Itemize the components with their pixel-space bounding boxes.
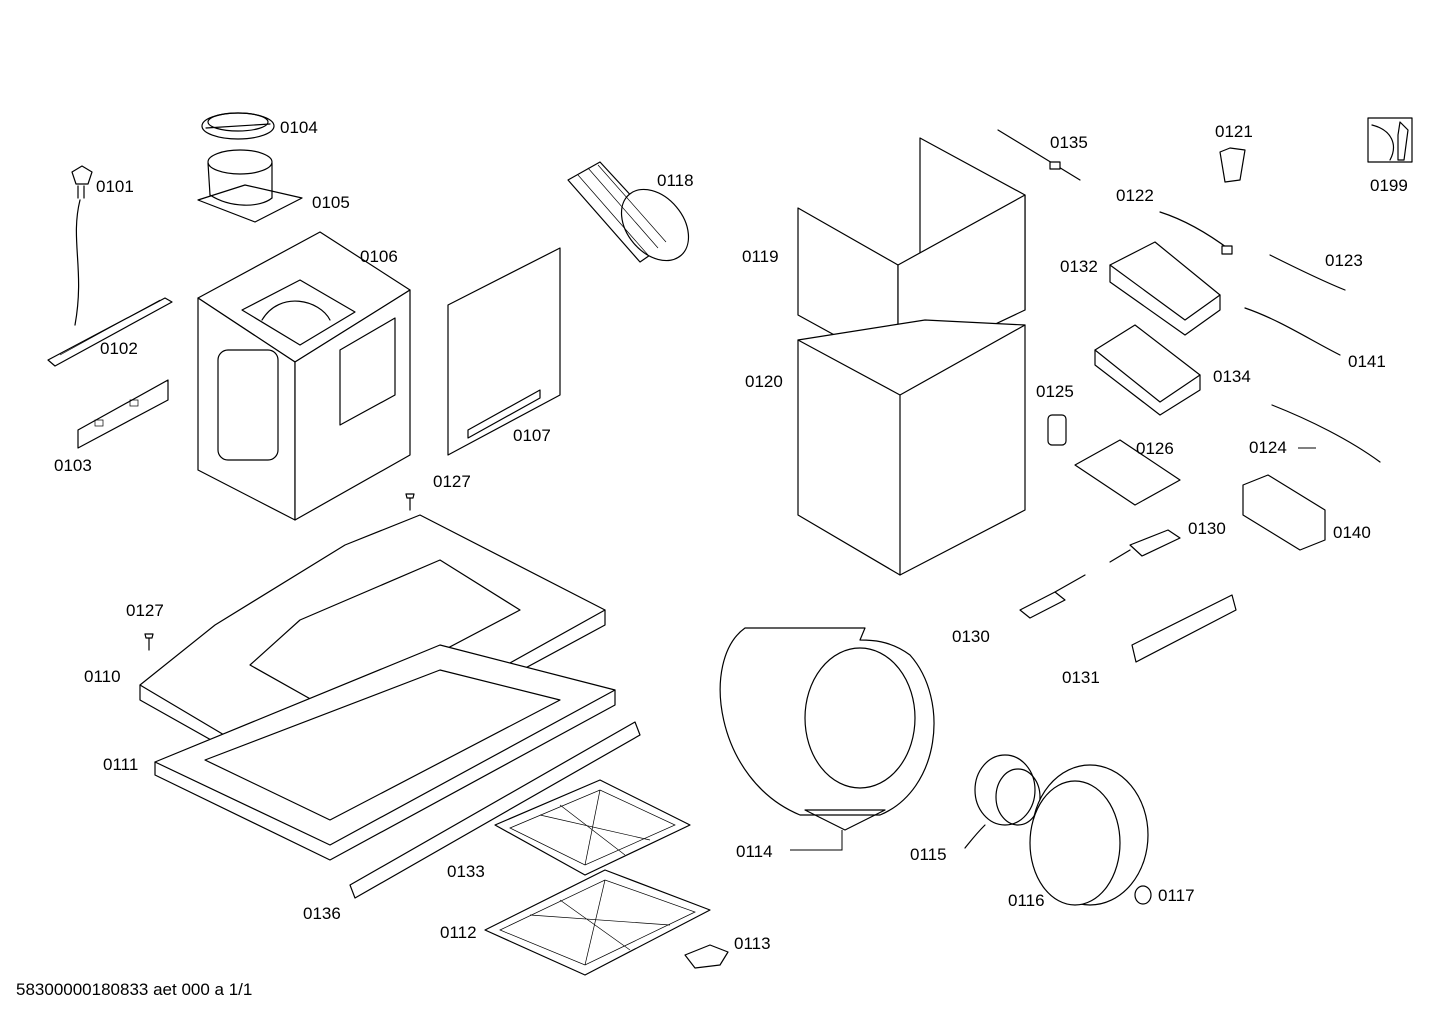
cable-0135-part	[997, 129, 1081, 181]
label-0104: 0104	[280, 118, 318, 137]
label-0133: 0133	[447, 862, 485, 881]
blower-motor-part	[964, 754, 1041, 849]
label-0130-lower: 0130	[952, 627, 990, 646]
screw-part	[144, 493, 415, 651]
label-0125: 0125	[1036, 382, 1074, 401]
label-0110: 0110	[84, 667, 121, 686]
label-0106: 0106	[360, 247, 398, 266]
label-0111: 0111	[103, 755, 138, 774]
label-0122: 0122	[1116, 186, 1154, 205]
label-0126: 0126	[1136, 439, 1174, 458]
label-0103: 0103	[54, 456, 92, 475]
electronics-cover-part	[1109, 241, 1221, 336]
label-0131: 0131	[1062, 668, 1100, 687]
label-0101: 0101	[96, 177, 134, 196]
fixing-nut-part	[1134, 885, 1152, 905]
lower-chimney-part	[797, 319, 1026, 576]
bracket-0140-part	[1242, 474, 1326, 551]
grease-filter-0112-part	[484, 869, 711, 976]
trim-strip-0136-part	[349, 721, 641, 899]
label-0114: 0114	[736, 842, 773, 861]
label-0121: 0121	[1215, 122, 1253, 141]
label-0118: 0118	[657, 171, 694, 190]
label-0116: 0116	[1008, 891, 1045, 910]
base-frame-0111-part	[154, 644, 616, 861]
grease-filter-0133-part	[494, 779, 691, 876]
lamp-cover-part	[684, 944, 729, 969]
label-0119: 0119	[742, 247, 779, 266]
blower-housing-part	[719, 627, 935, 851]
label-0136: 0136	[303, 904, 341, 923]
impeller-wheel-part	[1029, 764, 1149, 906]
cable-0141-part	[1244, 307, 1341, 356]
cable-0123-part	[1269, 254, 1346, 291]
clip-0121-part	[1219, 147, 1246, 183]
label-0115: 0115	[910, 845, 947, 864]
plate-0103-part	[77, 379, 169, 449]
label-0113: 0113	[734, 934, 771, 953]
label-0102: 0102	[100, 339, 138, 358]
label-0117: 0117	[1158, 886, 1195, 905]
label-0134: 0134	[1213, 367, 1251, 386]
power-cord-part	[71, 165, 93, 326]
label-0105: 0105	[312, 193, 350, 212]
label-0123: 0123	[1325, 251, 1363, 270]
control-board-part	[1074, 439, 1181, 506]
document-id-footer: 58300000180833 aet 000 a 1/1	[16, 980, 253, 999]
button-panel-part	[1131, 594, 1237, 663]
wiring-harness-0122-part	[1159, 211, 1233, 255]
label-0199: 0199	[1370, 176, 1408, 195]
side-panel-0107-part	[447, 247, 561, 456]
label-0107: 0107	[513, 426, 551, 445]
label-0132: 0132	[1060, 257, 1098, 276]
flexible-duct-part	[567, 161, 690, 263]
bracket-0102-part	[47, 297, 173, 367]
capacitor-part	[1047, 414, 1067, 446]
switch-module-part	[1019, 529, 1181, 619]
label-0120: 0120	[745, 372, 783, 391]
label-0112: 0112	[440, 923, 477, 942]
wrench-tool-icon	[1367, 117, 1413, 163]
exhaust-collar-part	[197, 149, 303, 223]
electronics-box-part	[1094, 324, 1201, 416]
label-0135: 0135	[1050, 133, 1088, 152]
label-0141: 0141	[1348, 352, 1386, 371]
label-0127-upper: 0127	[433, 472, 471, 491]
label-0130-upper: 0130	[1188, 519, 1226, 538]
motor-housing-frame-part	[197, 231, 411, 521]
label-0127-lower: 0127	[126, 601, 164, 620]
label-0140: 0140	[1333, 523, 1371, 542]
label-0124: 0124	[1249, 438, 1287, 457]
cable-0124-part	[1271, 404, 1381, 463]
damper-flap-part	[201, 112, 275, 140]
